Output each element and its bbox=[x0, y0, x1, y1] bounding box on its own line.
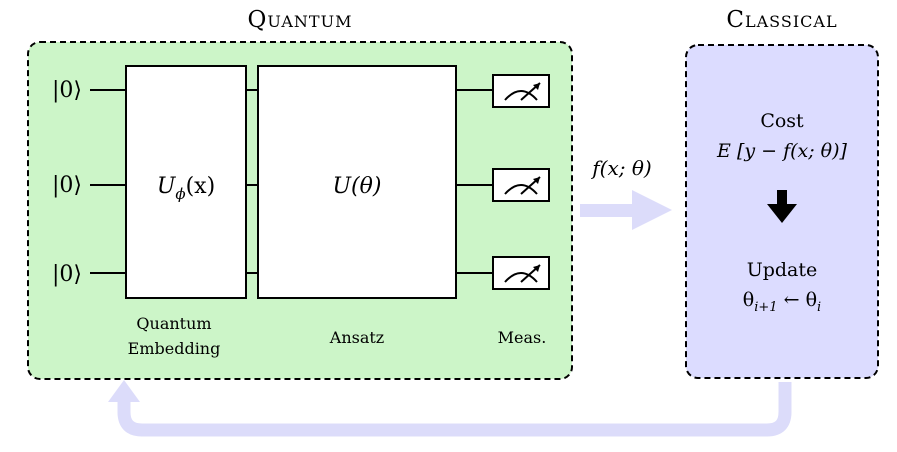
qubit-label-0: |0⟩ bbox=[52, 78, 82, 103]
classical-title: Classical bbox=[726, 7, 837, 33]
feedback-arrowhead bbox=[108, 380, 140, 402]
update-label: Update bbox=[747, 259, 818, 281]
update-expression: θi+1 ← θi bbox=[743, 289, 821, 315]
measurement-icon-2 bbox=[492, 256, 550, 290]
down-arrow-icon bbox=[767, 190, 797, 223]
embedding-label-line1: Quantum bbox=[136, 314, 211, 333]
forward-arrow-shaft bbox=[580, 204, 640, 217]
ansatz-gate bbox=[257, 65, 457, 299]
feedback-loop-arrow bbox=[117, 382, 792, 437]
embedding-gate-label: Uϕ(x) bbox=[157, 174, 215, 203]
quantum-title: Quantum bbox=[248, 7, 353, 33]
qubit-label-2: |0⟩ bbox=[52, 262, 82, 287]
embedding-gate bbox=[125, 65, 247, 299]
measurement-icon-1 bbox=[492, 168, 550, 202]
qubit-label-1: |0⟩ bbox=[52, 173, 82, 198]
cost-label: Cost bbox=[760, 110, 804, 132]
cost-expression: E [y − f(x; θ)] bbox=[716, 140, 848, 162]
ansatz-label: Ansatz bbox=[329, 328, 384, 347]
ansatz-gate-label: U(θ) bbox=[333, 174, 382, 199]
qubit-wires bbox=[90, 89, 493, 274]
forward-label: f(x; θ) bbox=[590, 156, 651, 180]
measurement-icon-0 bbox=[492, 74, 550, 108]
measure-label: Meas. bbox=[498, 328, 547, 347]
embedding-label-line2: Embedding bbox=[128, 339, 221, 358]
forward-arrowhead bbox=[632, 190, 672, 230]
